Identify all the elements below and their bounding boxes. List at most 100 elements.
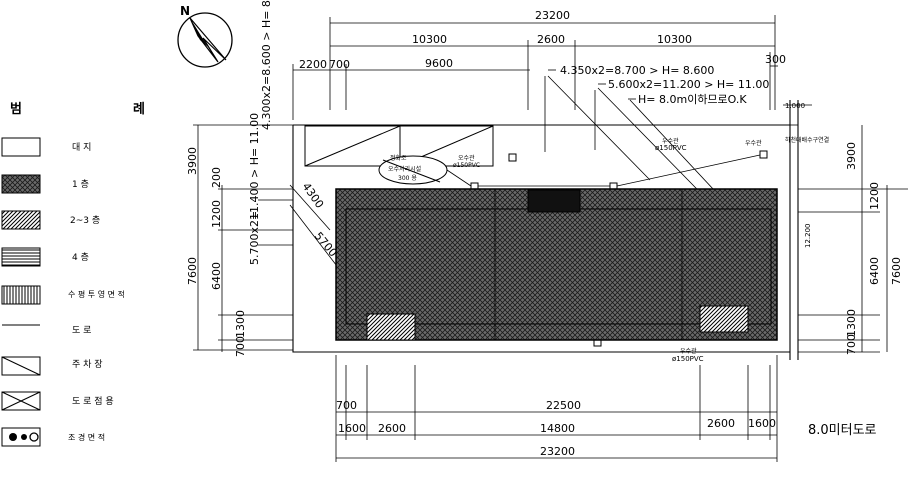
landscape-area [366,313,416,341]
height-note-1: 4.350x2=8.700 > H= 8.600 [560,64,714,77]
dim-right-1200: 1200 [868,182,881,210]
road-width-small: 1.000 [785,102,805,110]
dim-left-1200: 1200 [210,200,223,228]
dim-left-700: 700 [234,336,247,357]
dim-bottom-14800: 14800 [540,422,575,435]
legend-label: 주 차 장 [72,358,103,370]
swatch-cross-lines [1,391,41,411]
drain-bottom-pipe: ø150PVC [672,355,704,363]
dim-left-1300: 1300 [234,310,247,338]
dim-left-6400: 6400 [210,262,223,290]
tree-icon [9,433,17,441]
height-note-2: 5.600x2=11.200 > H= 11.00 [608,78,769,91]
drain-top-pipe: ø150PVC [453,162,480,169]
legend-label: 수 평 투 영 면 적 [68,289,125,299]
right-road-lines [783,104,812,126]
left-dimensions [193,124,293,352]
stair-core [527,189,581,213]
tank-label-c: 300 용 [398,175,417,182]
legend-label: 4 층 [72,252,89,263]
legend: 범 례 대 지 1 층 2~3 층 4 층 수 평 투 영 면 적 도 로 [1,101,145,447]
height-note-v3: 5.700x2= [248,211,261,265]
drain-bottom-label: 우수관 [680,347,697,355]
swatch-slash-line [1,356,41,376]
dim-bottom-1600b: 1600 [748,417,776,430]
right-dimensions [798,125,908,353]
drain-mid-pipe: ø150PVC [655,144,687,152]
legend-item-projection: 수 평 투 영 면 적 [1,285,125,305]
dim-right-700: 700 [845,334,858,355]
drain-top-label: 오수관 [458,154,475,162]
dim-top-left-a: 2200 [299,58,327,71]
compass-arrow-icon [189,17,227,63]
dim-top-mid: 9600 [425,57,453,70]
diag-label-4300: 4300 [300,180,327,210]
dim-left-200: 200 [210,167,223,188]
legend-item-floor1: 1 층 [1,174,89,194]
height-note-v1: 4.300x2=8.600 > H= 8.400 [260,0,273,130]
dim-top-seg-c: 10300 [657,33,692,46]
swatch-dense [1,174,41,194]
building-footprint [335,188,778,341]
site-boundary [292,100,799,360]
swatch-diag [1,210,41,230]
septic-tank: 정화조 오수처리시설 300 용 [378,155,448,185]
landscape-area [699,305,749,333]
top-dimensions [292,15,778,120]
dim-top-left-b: 700 [329,58,350,71]
legend-label: 조 경 면 적 [68,432,105,442]
legend-item-floor4: 4 층 [1,247,89,267]
legend-item-road: 도 로 [2,324,91,336]
compass-arrow-shadow [190,18,208,47]
dim-bottom-2600b: 2600 [707,417,735,430]
dim-bottom-1600a: 1600 [338,422,366,435]
manholes [470,150,768,347]
dim-right-7600: 7600 [890,257,903,285]
compass-north-label: N [180,4,190,18]
legend-label: 1 층 [72,179,89,190]
swatch-vlines [1,285,41,305]
swatch-plain [1,137,41,157]
tank-label-a: 정화조 [390,155,407,162]
dim-right-3900: 3900 [845,142,858,170]
dim-bottom-2600a: 2600 [378,422,406,435]
dim-bottom-22500: 22500 [546,399,581,412]
road-label: 8.0미터도로 [808,423,877,438]
bottom-dimensions [335,355,778,462]
dim-left-3900: 3900 [186,147,199,175]
dim-bottom-700: 700 [336,399,357,412]
height-note-3: H= 8.0m이하므로O.K [638,92,747,106]
dim-left-7600: 7600 [186,257,199,285]
legend-label: 2~3 층 [70,215,100,226]
road-width-right: 12.200 [804,224,812,249]
legend-item-road-occupancy: 도 로 점 용 [1,391,114,411]
legend-item-floor2-3: 2~3 층 [1,210,100,230]
height-note-leaders [548,69,636,100]
height-note-v2: 11.400 > H= 11.00 [248,113,261,220]
legend-item-landscape: 조 경 면 적 [1,427,105,447]
dim-top-seg-a: 10300 [412,33,447,46]
tree-icon [21,434,27,440]
swatch-hlines [1,247,41,267]
manhole-icon [759,150,768,159]
manhole-icon [508,153,517,162]
dim-right-6400: 6400 [868,257,881,285]
tank-label-b: 오수처리시설 [388,165,421,173]
dim-top-seg-b: 2600 [537,33,565,46]
legend-label: 대 지 [72,142,91,153]
drain-mid-label: 우수관 [662,137,679,145]
legend-label: 도 로 점 용 [72,395,114,407]
legend-item-site: 대 지 [1,137,91,157]
drain-right-label: 우수관 [745,139,762,147]
north-arrow: N [177,4,233,68]
dim-right-1300: 1300 [845,309,858,337]
legend-title-right: 례 [133,101,145,117]
tree-icon [29,432,39,442]
legend-title-left: 범 [10,101,22,117]
dim-top-total: 23200 [535,9,570,22]
dim-top-right-small: 300 [765,53,786,66]
dim-bottom-total: 23200 [540,445,575,458]
legend-label: 도 로 [72,326,91,336]
right-note: 하천대배수구연결 [785,136,829,144]
